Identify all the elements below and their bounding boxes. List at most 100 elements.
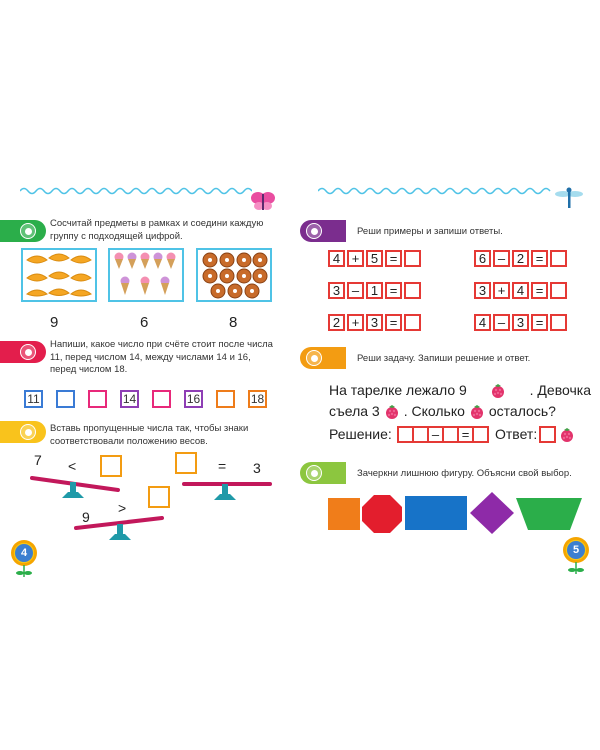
wavy-divider-left (20, 187, 252, 195)
example-operand: 2 (328, 314, 345, 331)
example-operator: + (347, 250, 364, 267)
donut-icon (202, 252, 268, 299)
orange-square-shape[interactable] (328, 498, 360, 530)
example-equals: = (385, 282, 402, 299)
raspberry-icon (385, 404, 398, 419)
example-operand: 4 (474, 314, 491, 331)
answer-cell[interactable] (539, 426, 556, 443)
number-box[interactable] (152, 390, 171, 408)
croissant-icon (26, 253, 92, 297)
number-box[interactable]: 11 (24, 390, 43, 408)
task-tab-red (0, 341, 46, 363)
example-answer-cell[interactable] (550, 314, 567, 331)
balance-scale-3 (74, 516, 164, 540)
solution-label: Решение: (329, 426, 392, 442)
raspberry-icon (470, 404, 483, 419)
digit-option[interactable]: 8 (229, 314, 238, 331)
example-operator: + (347, 314, 364, 331)
dragonfly-icon (555, 187, 583, 208)
scale2-answer-box[interactable] (175, 452, 197, 474)
number-box[interactable]: 18 (248, 390, 267, 408)
example-operand: 4 (512, 282, 529, 299)
solution-row: Решение: – = Ответ: (329, 426, 591, 444)
solution-operator: – (427, 426, 444, 443)
problem-line1-end: . Девочка (529, 382, 591, 398)
leaf-icon (16, 565, 32, 577)
digit-option[interactable]: 9 (50, 314, 59, 331)
ice-cream-icon (114, 252, 176, 295)
task-tab-purple (300, 220, 346, 242)
page-number-left: 4 (15, 544, 33, 562)
right-task2-instruction: Реши задачу. Запиши решение и ответ. (357, 353, 531, 364)
example-operator: + (493, 282, 510, 299)
example-equals: = (531, 250, 548, 267)
task-tab-lime (300, 462, 346, 484)
scale3-number: 9 (82, 509, 90, 525)
right-task3-instruction: Зачеркни лишнюю фигуру. Объясни свой выб… (357, 468, 572, 479)
example-equals: = (385, 314, 402, 331)
example-operator: – (347, 282, 364, 299)
example-operator: – (493, 250, 510, 267)
wavy-divider-right (318, 187, 551, 195)
example-answer-cell[interactable] (550, 250, 567, 267)
example-operand: 3 (474, 282, 491, 299)
example-operand: 3 (328, 282, 345, 299)
word-problem: На тарелке лежало 9 . Девочка съела 3 . … (329, 380, 591, 422)
task2-instruction: Напиши, какое число при счёте стоит посл… (50, 339, 273, 375)
ice-cream-frame[interactable] (108, 248, 184, 302)
scale1-answer-box[interactable] (100, 455, 122, 477)
example-answer-cell[interactable] (550, 282, 567, 299)
example-answer-cell[interactable] (404, 250, 421, 267)
example-operand: 6 (474, 250, 491, 267)
green-trapezoid-shape[interactable] (516, 498, 582, 530)
problem-line2-end: осталось? (488, 403, 556, 419)
scale3-answer-box[interactable] (148, 486, 170, 508)
example-equals: = (531, 314, 548, 331)
number-box[interactable]: 14 (120, 390, 139, 408)
example-operand: 2 (512, 250, 529, 267)
problem-line2-mid: . Сколько (403, 403, 465, 419)
leaf-icon (568, 562, 584, 574)
purple-rhombus-shape[interactable] (470, 492, 514, 534)
scale3-sign: > (118, 500, 127, 516)
example-answer-cell[interactable] (404, 314, 421, 331)
example-operand: 4 (328, 250, 345, 267)
problem-line2-start: съела 3 (329, 403, 380, 419)
solution-cell[interactable] (472, 426, 489, 443)
task1-instruction: Сосчитай предметы в рамках и соедини каж… (50, 218, 264, 242)
raspberry-icon (561, 428, 573, 442)
donut-frame[interactable] (196, 248, 272, 302)
example-equals: = (531, 282, 548, 299)
example-answer-cell[interactable] (404, 282, 421, 299)
task3-instruction: Вставь пропущенные числа так, чтобы знак… (50, 423, 249, 447)
example-operator: – (493, 314, 510, 331)
task-tab-yellow (0, 421, 46, 443)
raspberry-icon (492, 383, 505, 398)
balance-scale-2 (182, 482, 272, 500)
scale2-sign: = (218, 458, 227, 474)
butterfly-icon (251, 192, 275, 210)
blue-rectangle-shape[interactable] (405, 496, 467, 530)
example-operand: 5 (366, 250, 383, 267)
scale2-number: 3 (253, 460, 261, 476)
task-tab-green (0, 220, 46, 242)
balance-scale-1 (30, 476, 120, 498)
task-tab-orange (300, 347, 346, 369)
croissant-frame[interactable] (21, 248, 97, 302)
example-operand: 3 (512, 314, 529, 331)
page-number-right: 5 (567, 541, 585, 559)
problem-line1-start: На тарелке лежало 9 (329, 382, 467, 398)
right-task1-instruction: Реши примеры и запиши ответы. (357, 226, 503, 237)
answer-label: Ответ: (495, 426, 538, 442)
number-box[interactable] (56, 390, 75, 408)
number-box[interactable]: 16 (184, 390, 203, 408)
number-box[interactable] (216, 390, 235, 408)
scale1-number: 7 (34, 452, 42, 468)
example-equals: = (385, 250, 402, 267)
digit-option[interactable]: 6 (140, 314, 149, 331)
number-box[interactable] (88, 390, 107, 408)
scale1-sign: < (68, 458, 77, 474)
example-operand: 1 (366, 282, 383, 299)
example-operand: 3 (366, 314, 383, 331)
red-octagon-shape[interactable] (362, 495, 402, 533)
